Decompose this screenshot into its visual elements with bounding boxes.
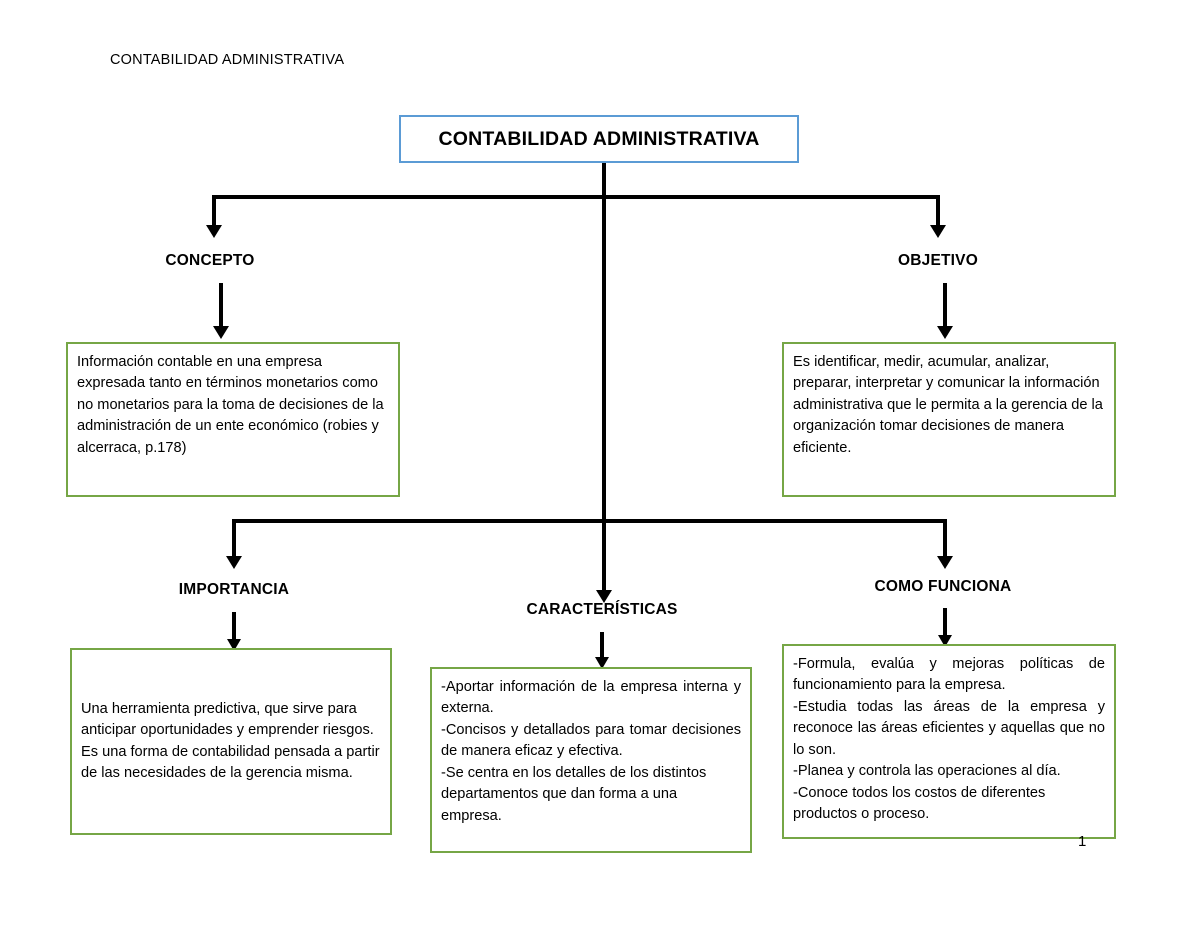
content-box-caracteristicas: -Aportar información de la empresa inter… (430, 667, 752, 853)
page-number: 1 (1078, 833, 1087, 850)
content-box-caracteristicas-line-1: -Aportar información de la empresa inter… (441, 679, 741, 717)
connector-como-funciona-to-box (943, 608, 947, 638)
branch-label-importancia: IMPORTANCIA (178, 581, 290, 598)
content-box-como-funciona: -Formula, evalúa y mejoras políticas de … (782, 644, 1116, 839)
connector-drop-como-funciona (943, 519, 947, 559)
connector-importancia-to-box (232, 612, 236, 642)
content-box-concepto: Información contable en una empresa expr… (66, 342, 400, 497)
branch-label-caracteristicas: CARACTERÍSTICAS (526, 601, 678, 618)
content-box-caracteristicas-line-3: -Se centra en los detalles de los distin… (441, 764, 707, 824)
connector-drop-objetivo (936, 195, 940, 228)
arrow-to-como-funciona (937, 556, 953, 569)
branch-label-concepto: CONCEPTO (165, 252, 255, 269)
content-box-concepto-text: Información contable en una empresa expr… (77, 354, 384, 456)
arrow-caracteristicas-box (595, 657, 609, 669)
branch-label-objetivo: OBJETIVO (898, 252, 978, 269)
content-box-como-funciona-line-4: -Conoce todos los costos de diferentes p… (793, 784, 1046, 823)
content-box-como-funciona-line-2: -Estudia todas las áreas de la empresa y… (793, 698, 1105, 758)
root-node-contabilidad-administrativa: CONTABILIDAD ADMINISTRATIVA (399, 115, 799, 163)
content-box-importancia-text: Una herramienta predictiva, que sirve pa… (81, 700, 380, 781)
arrow-to-importancia (226, 556, 242, 569)
arrow-concepto-box (213, 326, 229, 339)
connector-bus-level2 (232, 519, 947, 523)
content-box-objetivo-text: Es identificar, medir, acumular, analiza… (793, 354, 1103, 456)
connector-objetivo-to-box (943, 283, 947, 329)
content-box-como-funciona-line-3: -Planea y controla las operaciones al dí… (793, 763, 1061, 780)
root-node-label: CONTABILIDAD ADMINISTRATIVA (438, 127, 760, 150)
connector-root-trunk (602, 163, 606, 593)
arrow-to-objetivo (930, 225, 946, 238)
content-box-objetivo: Es identificar, medir, acumular, analiza… (782, 342, 1116, 497)
running-header: CONTABILIDAD ADMINISTRATIVA (110, 52, 345, 68)
connector-drop-importancia (232, 519, 236, 559)
content-box-como-funciona-line-1: -Formula, evalúa y mejoras políticas de … (793, 656, 1105, 694)
connector-concepto-to-box (219, 283, 223, 329)
connector-bus-level1 (212, 195, 940, 199)
arrow-objetivo-box (937, 326, 953, 339)
content-box-caracteristicas-line-2: -Concisos y detallados para tomar decisi… (441, 721, 741, 760)
connector-drop-concepto (212, 195, 216, 228)
content-box-importancia: Una herramienta predictiva, que sirve pa… (70, 648, 392, 835)
branch-label-como-funciona: COMO FUNCIONA (874, 578, 1012, 595)
arrow-to-caracteristicas (596, 590, 612, 603)
arrow-to-concepto (206, 225, 222, 238)
connector-caracteristicas-to-box (600, 632, 604, 660)
